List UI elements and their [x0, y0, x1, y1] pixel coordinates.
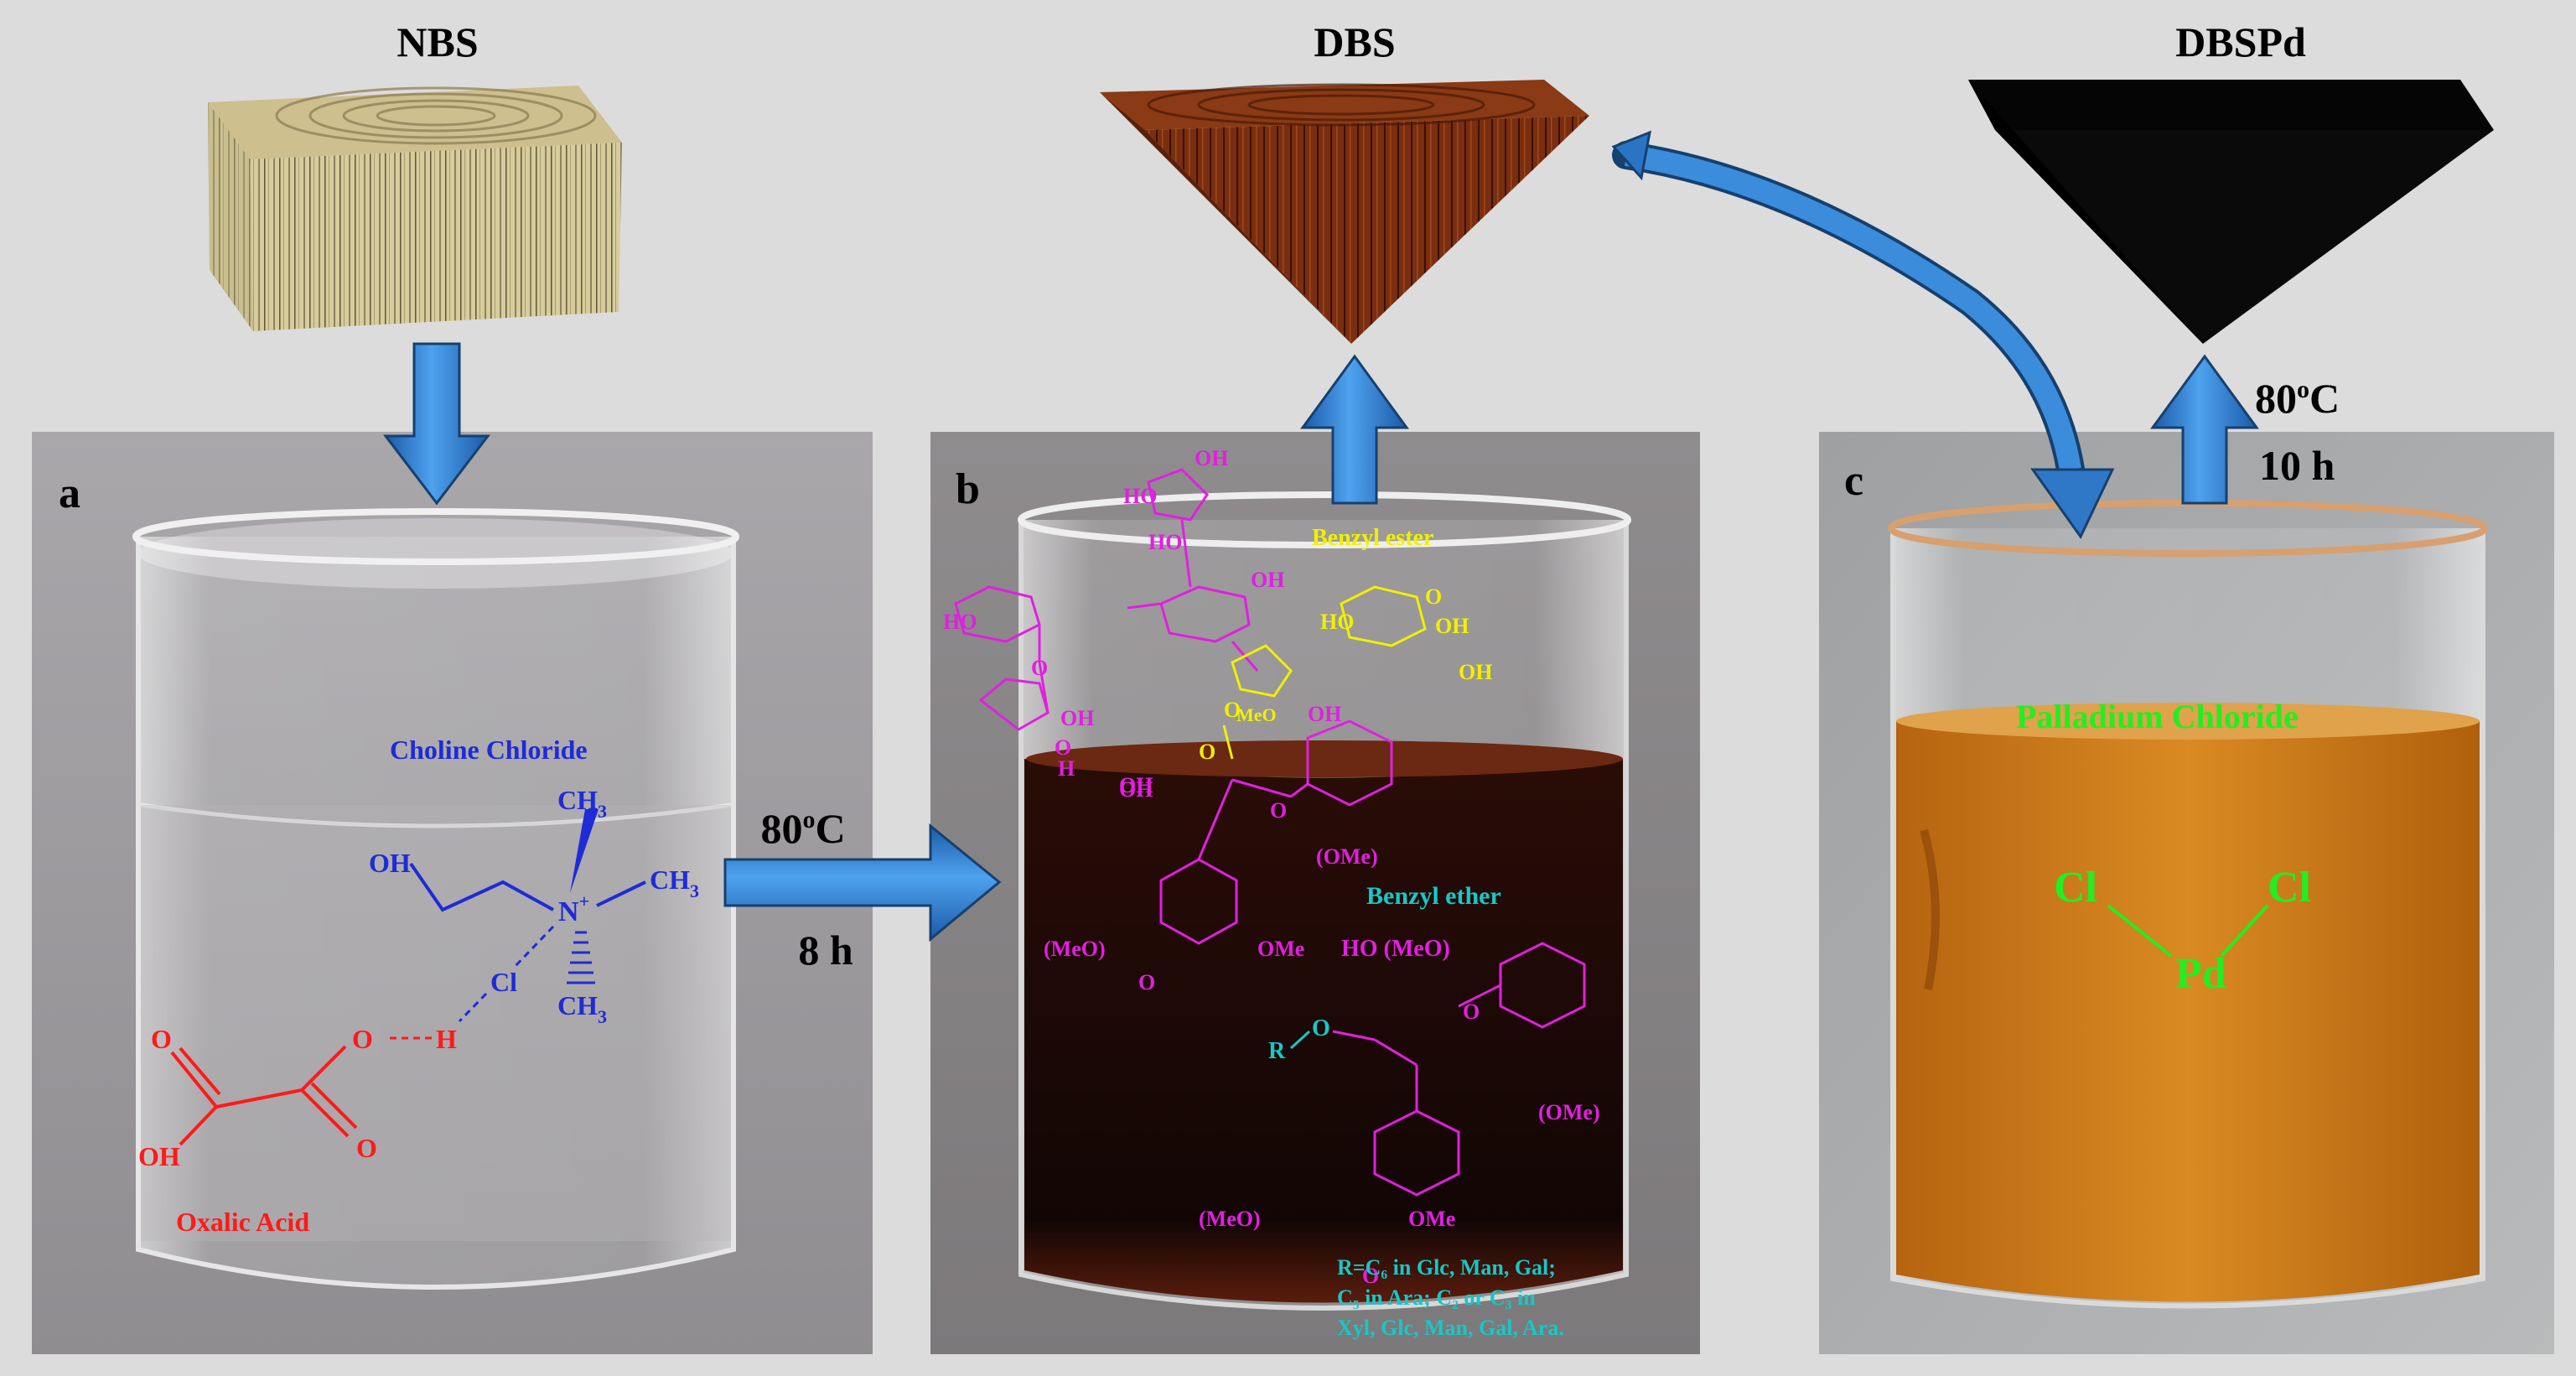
svg-text:OH: OH	[1308, 702, 1341, 726]
svg-text:MeO: MeO	[1236, 704, 1277, 725]
svg-text:HO (MeO): HO (MeO)	[1341, 936, 1450, 962]
svg-text:O: O	[1031, 656, 1048, 680]
panel-a-photo	[32, 432, 873, 1354]
panel-c-photo	[1819, 432, 2554, 1354]
benzyl-ether-structure: Benzyl ether R O R=C₆ in Glc, Man, Gal; …	[1268, 882, 1564, 1340]
svg-text:O: O	[356, 1133, 377, 1163]
svg-text:O: O	[1224, 698, 1241, 722]
panel-b-photo	[930, 432, 1700, 1354]
svg-text:O: O	[151, 1024, 172, 1054]
lignin-structure: OH O (OMe) (MeO) OMe O HO (MeO) O (OMe) …	[1044, 719, 1600, 1288]
svg-text:Cl: Cl	[2054, 864, 2097, 911]
svg-text:CH3: CH3	[557, 785, 607, 822]
benzyl-ester-structure: Benzyl ester HO OH OH O O MeO O	[1199, 525, 1492, 764]
arrow-b-to-dbs	[1300, 354, 1409, 505]
svg-text:O: O	[1425, 584, 1442, 609]
svg-text:HO: HO	[1123, 484, 1157, 508]
svg-text:R: R	[1268, 1038, 1286, 1064]
svg-text:CH3: CH3	[650, 865, 699, 901]
oxalic-acid-label: Oxalic Acid	[176, 1207, 309, 1237]
svg-text:O: O	[1463, 1000, 1480, 1024]
svg-text:O: O	[1138, 970, 1155, 994]
step2-time: 10 h	[2259, 442, 2335, 489]
dbs-wood-block	[1100, 80, 1589, 344]
step1-temperature: 80oC	[760, 805, 845, 852]
step1-time: 8 h	[798, 927, 853, 974]
svg-text:OMe: OMe	[1408, 1207, 1455, 1231]
nbs-wood-block	[208, 86, 622, 331]
svg-text:(OMe): (OMe)	[1538, 1100, 1600, 1124]
svg-text:O: O	[1199, 740, 1215, 764]
r-group-note-line3: Xyl, Glc, Man, Gal, Ara.	[1337, 1316, 1564, 1340]
svg-text:OH: OH	[1251, 568, 1284, 592]
panel-label-b: b	[956, 465, 980, 513]
svg-text:OH: OH	[1459, 660, 1492, 684]
panel-label-c: c	[1844, 457, 1863, 505]
svg-text:Cl: Cl	[490, 967, 517, 997]
svg-text:O: O	[1312, 1015, 1330, 1041]
svg-text:O: O	[352, 1024, 373, 1054]
r-group-note-line2: C₅ in Ara; C₂ or C₃ in	[1337, 1285, 1536, 1310]
svg-text:O: O	[1362, 1264, 1379, 1288]
title-dbs: DBS	[1314, 18, 1395, 65]
oxalic-acid-structure: H O O OH O Oxalic Acid	[138, 1024, 457, 1237]
benzyl-ester-label: Benzyl ester	[1312, 525, 1433, 551]
r-group-note-line1: R=C₆ in Glc, Man, Gal;	[1337, 1255, 1556, 1280]
svg-text:HO: HO	[1148, 530, 1182, 554]
title-dbspd: DBSPd	[2175, 18, 2306, 65]
svg-text:OH: OH	[1119, 773, 1153, 797]
choline-chloride-label: Choline Chloride	[390, 735, 588, 765]
svg-text:(MeO): (MeO)	[1044, 937, 1106, 961]
svg-text:HO: HO	[1320, 610, 1354, 634]
svg-text:OH: OH	[1195, 446, 1228, 470]
arrow-c-to-dbspd	[2150, 354, 2259, 505]
benzyl-ether-label: Benzyl ether	[1366, 882, 1501, 910]
palladium-chloride-structure: Palladium Chloride Cl Cl Pd	[2016, 698, 2311, 998]
svg-text:O: O	[1270, 798, 1287, 823]
svg-text:O: O	[1055, 735, 1071, 760]
svg-text:OH: OH	[1435, 614, 1469, 638]
svg-text:HO: HO	[943, 610, 977, 634]
svg-text:OH: OH	[138, 1141, 180, 1171]
svg-text:(OMe): (OMe)	[1316, 844, 1378, 869]
palladium-chloride-label: Palladium Chloride	[2016, 698, 2299, 735]
arrow-dbs-to-c-curved	[1611, 130, 2115, 539]
svg-text:OH: OH	[369, 848, 411, 878]
svg-text:Cl: Cl	[2268, 864, 2311, 911]
panel-label-a: a	[59, 470, 80, 517]
choline-chloride-structure: Choline Chloride OH CH3 CH3 N+ CH3 Cl	[369, 735, 699, 1027]
svg-text:Pd: Pd	[2175, 950, 2226, 998]
svg-text:H: H	[1058, 756, 1075, 781]
arrow-a-to-b	[723, 823, 1002, 942]
dbspd-wood-block	[1968, 80, 2494, 344]
svg-text:N+: N+	[558, 891, 589, 927]
svg-text:OMe: OMe	[1257, 937, 1304, 961]
svg-text:OH: OH	[1060, 706, 1094, 730]
svg-text:H: H	[436, 1024, 457, 1054]
arrow-nbs-to-a	[382, 342, 491, 506]
svg-text:CH3: CH3	[557, 990, 607, 1027]
hemicellulose-structure: OH HO HO OH HO O OH O H OH OH	[943, 446, 1341, 802]
title-nbs: NBS	[397, 18, 478, 65]
svg-text:OH: OH	[1119, 777, 1153, 802]
svg-text:(MeO): (MeO)	[1199, 1207, 1261, 1231]
step2-temperature: 80oC	[2255, 375, 2340, 422]
